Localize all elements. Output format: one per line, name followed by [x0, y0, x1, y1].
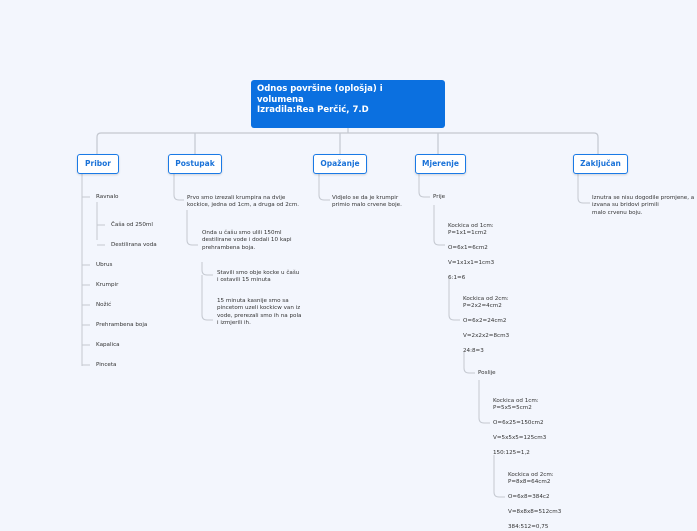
- topic-prije-2cm[interactable]: Kockica od 2cm: P=2x2=4cm2 O=6x2=24cm2 V…: [463, 296, 510, 354]
- topic-nozic[interactable]: Nožić: [96, 302, 112, 308]
- topic-postupak-1[interactable]: Prvo smo izrezali krumpira na dvije kock…: [187, 195, 300, 209]
- topic-prehrambena-boja[interactable]: Prehrambena boja: [96, 322, 148, 328]
- topic-postupak-4[interactable]: 15 minuta kasnije smo sa pincetom uzeli …: [217, 298, 302, 327]
- connector-lines: [81, 127, 599, 498]
- topic-postupak-2[interactable]: Onda u čašu smo ulili 150ml destilirane …: [202, 230, 292, 251]
- topic-kapalica[interactable]: Kapalica: [96, 342, 120, 348]
- topic-prije-1cm[interactable]: Kockica od 1cm: P=1x1=1cm2 O=6x1=6cm2 V=…: [448, 223, 495, 281]
- topic-ravnalo[interactable]: Ravnalo: [96, 194, 119, 200]
- topic-destilirana-voda[interactable]: Destilirana voda: [111, 242, 157, 248]
- topic-casa[interactable]: Čaša od 250ml: [111, 222, 153, 228]
- topic-prije[interactable]: Prije: [433, 194, 446, 200]
- topic-poslije[interactable]: Poslije: [478, 370, 496, 376]
- topic-krumpir[interactable]: Krumpir: [96, 282, 119, 288]
- branch-zakljucan[interactable]: Zaključan: [573, 154, 628, 174]
- topic-zakljucan[interactable]: Iznutra se nisu dogodile promjene, a izv…: [592, 195, 695, 216]
- topic-poslije-1cm[interactable]: Kockica od 1cm: P=5x5=5cm2 O=6x25=150cm2…: [493, 398, 547, 456]
- topic-postupak-3[interactable]: Stavili smo obje kocke u čašu i ostavili…: [217, 270, 300, 284]
- topic-poslije-2cm[interactable]: Kockica od 2cm: P=8x8=64cm2 O=6x8=384c2 …: [508, 472, 562, 530]
- branch-postupak[interactable]: Postupak: [168, 154, 222, 174]
- branch-mjerenje[interactable]: Mjerenje: [415, 154, 466, 174]
- topic-opazanje[interactable]: Vidjelo se da je krumpir primio malo crv…: [332, 195, 402, 209]
- topic-pinceta[interactable]: Pinceta: [96, 362, 117, 368]
- central-topic[interactable]: Odnos površine (oplošja) i volumena Izra…: [251, 80, 445, 128]
- branch-opazanje[interactable]: Opažanje: [313, 154, 367, 174]
- topic-ubrus[interactable]: Ubrus: [96, 262, 113, 268]
- branch-pribor[interactable]: Pribor: [77, 154, 119, 174]
